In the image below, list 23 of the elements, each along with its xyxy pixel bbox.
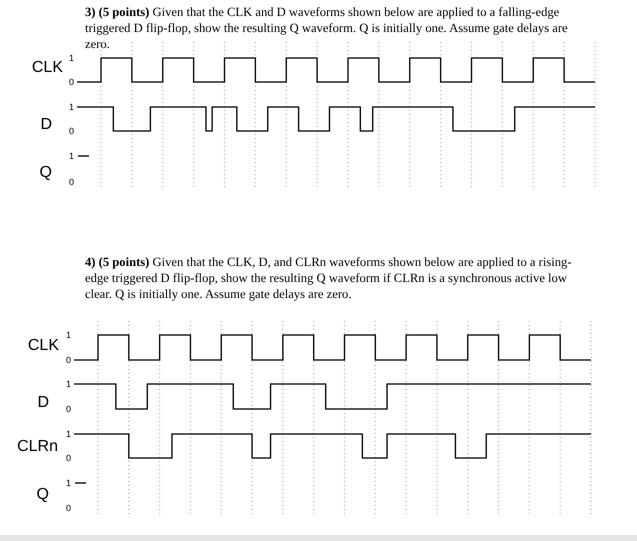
signal-name: Q: [36, 487, 49, 503]
question-text: 3) (5 points) Given that the CLK and D waveforms shown below are applied to a falling-edge triggered D flip-flop, show the resulting Q waveform. Q is initially one. Assume gate delays are zero.: [85, 4, 569, 52]
signal-name: Q: [40, 165, 52, 181]
level-label: 1: [66, 330, 71, 340]
level-label: 0: [66, 404, 71, 414]
level-label: 0: [68, 178, 74, 186]
level-label: 0: [66, 504, 71, 512]
level-label: 1: [68, 102, 74, 112]
level-label: 1: [66, 478, 71, 488]
signal-name: D: [40, 117, 52, 133]
level-label: 0: [66, 356, 71, 364]
level-label: 0: [68, 78, 74, 86]
signal-name: CLK: [28, 338, 59, 354]
question-text: 4) (5 points) Given that the CLK, D, and CLRn waveforms shown below are applied to a rising-edge triggered D flip-flop, show the resulting Q waveform if CLRn is a synchronous active low clear. Q is initially one. Assume gate delays are zero.: [85, 254, 573, 302]
level-label: 1: [66, 430, 71, 438]
signal-name: D: [37, 395, 49, 411]
level-label: 1: [68, 152, 74, 160]
signal-name: CLK: [32, 60, 63, 76]
level-label: 0: [68, 126, 74, 136]
level-label: 1: [68, 54, 74, 62]
level-label: 1: [66, 380, 71, 388]
level-label: 0: [66, 454, 71, 462]
signal-name: CLRn: [17, 439, 58, 455]
